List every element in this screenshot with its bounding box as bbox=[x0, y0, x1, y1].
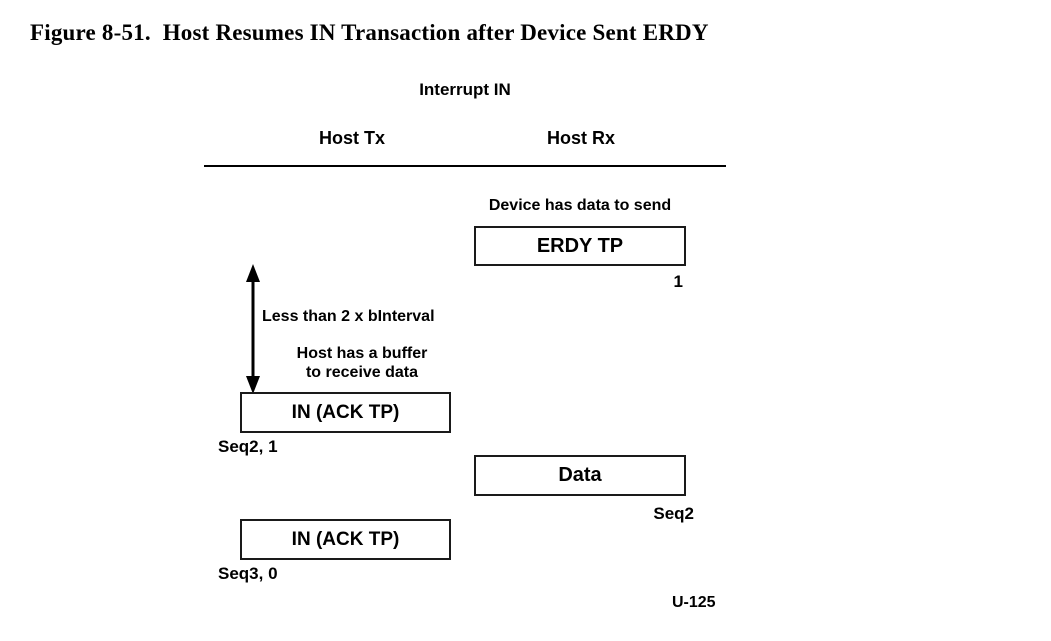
column-header-host-rx: Host Rx bbox=[546, 128, 616, 148]
annotation-timing-interval: Less than 2 x bInterval bbox=[262, 308, 435, 325]
column-header-host-tx: Host Tx bbox=[318, 128, 386, 148]
sequence-label-in-ack-tp-second: Seq3, 0 bbox=[218, 564, 278, 583]
message-box-erdy-tp: ERDY TP bbox=[474, 226, 686, 266]
diagram-title: Interrupt IN bbox=[419, 80, 511, 99]
figure-caption: Figure 8-51. Host Resumes IN Transaction… bbox=[30, 20, 709, 45]
sequence-label-data: Seq2 bbox=[653, 504, 694, 523]
annotation-host-buffer-line1: Host has a buffer bbox=[296, 345, 428, 362]
annotation-device-has-data: Device has data to send bbox=[488, 197, 672, 214]
annotation-host-buffer-line2: to receive data bbox=[305, 364, 419, 381]
annotation-host-buffer: Host has a buffer to receive data bbox=[277, 344, 447, 382]
timing-interval-arrow-icon bbox=[246, 264, 260, 394]
page-footer: U-125 bbox=[672, 594, 716, 611]
message-box-in-ack-tp-first: IN (ACK TP) bbox=[240, 392, 451, 433]
sequence-label-erdy-tp: 1 bbox=[673, 272, 683, 291]
message-box-data: Data bbox=[474, 455, 686, 496]
sequence-label-in-ack-tp-first: Seq2, 1 bbox=[218, 437, 278, 456]
header-divider bbox=[204, 165, 726, 167]
message-box-in-ack-tp-second: IN (ACK TP) bbox=[240, 519, 451, 560]
